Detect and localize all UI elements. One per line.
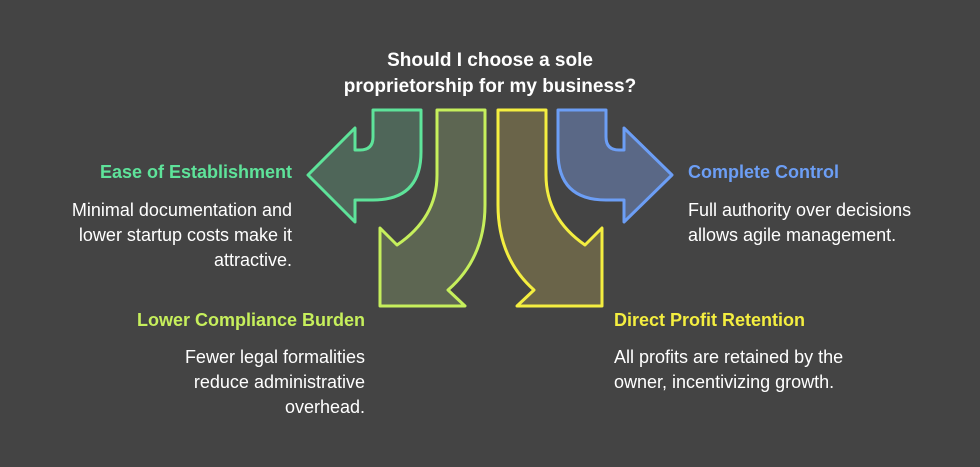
direct-profit-retention-title: Direct Profit Retention <box>614 310 806 330</box>
description-line: attractive. <box>213 250 292 270</box>
lower-compliance-burden-title: Lower Compliance Burden <box>136 310 365 330</box>
curved-arrow-left-icon <box>306 108 423 224</box>
direct-profit-retention-description: All profits are retained by the owner, i… <box>614 345 914 395</box>
ease-of-establishment-description: Minimal documentation and lower startup … <box>12 198 292 273</box>
description-line: reduce administrative <box>193 372 365 392</box>
description-line: Fewer legal formalities <box>184 347 365 367</box>
ease-of-establishment-title: Ease of Establishment <box>99 162 292 182</box>
curved-arrow-right-icon <box>556 108 674 224</box>
complete-control-title: Complete Control <box>688 162 839 182</box>
question-line: Should I choose a sole <box>387 50 593 71</box>
complete-control-description: Full authority over decisions allows agi… <box>688 198 968 248</box>
lower-compliance-burden-description: Fewer legal formalities reduce administr… <box>105 345 365 420</box>
central-question: Should I choose a sole proprietorship fo… <box>290 48 690 100</box>
curved-arrow-down-right-icon <box>496 108 604 308</box>
description-line: owner, incentivizing growth. <box>614 372 835 392</box>
question-line: proprietorship for my business? <box>343 76 637 97</box>
description-line: All profits are retained by the <box>614 347 844 367</box>
description-line: allows agile management. <box>688 225 897 245</box>
description-line: Minimal documentation and <box>71 200 292 220</box>
description-line: Full authority over decisions <box>688 200 912 220</box>
description-line: overhead. <box>284 397 365 417</box>
curved-arrow-down-left-icon <box>378 108 487 308</box>
description-line: lower startup costs make it <box>78 225 292 245</box>
